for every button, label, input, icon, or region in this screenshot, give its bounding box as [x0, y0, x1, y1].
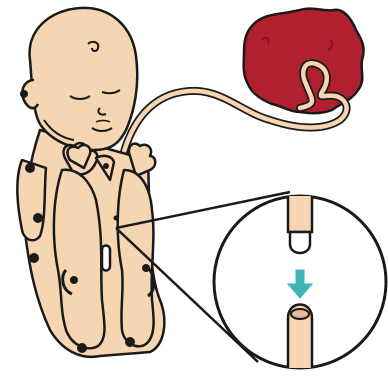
- detail-magnifier: [214, 196, 386, 368]
- connector-tip: [290, 232, 310, 253]
- manikin-baby: [17, 8, 164, 357]
- umbilical-port: [102, 246, 110, 271]
- cord-connector: [288, 196, 312, 232]
- head: [30, 8, 138, 150]
